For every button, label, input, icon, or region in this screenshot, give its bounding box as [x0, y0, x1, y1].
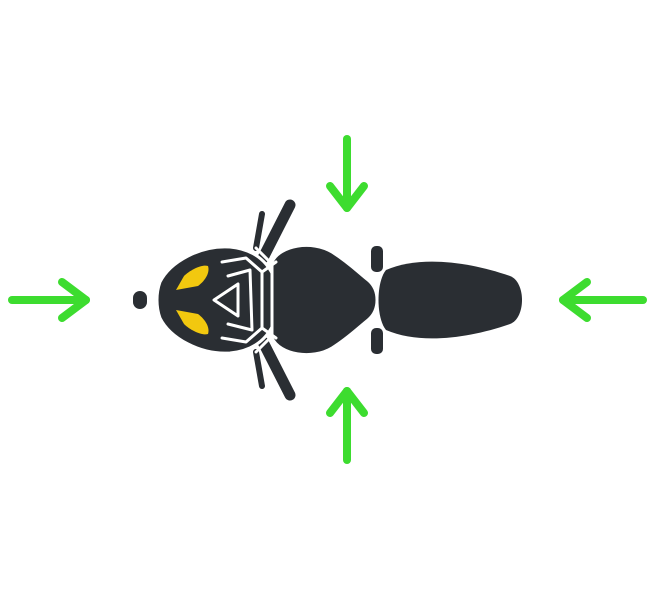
front-frame: [212, 246, 278, 354]
front-wheel: [133, 291, 147, 309]
rear-peg-bottom: [371, 328, 383, 354]
headlight-bottom: [176, 310, 209, 335]
headlight-top: [176, 265, 209, 290]
lever-bottom: [253, 349, 265, 389]
rear-peg-top: [371, 246, 383, 272]
front-fairing: [155, 245, 280, 355]
arrow-down-icon: [326, 135, 368, 212]
fuel-tank: [270, 243, 379, 357]
handlebar-top: [257, 199, 296, 264]
arrow-up-icon: [326, 387, 368, 464]
handlebar-bottom: [257, 336, 296, 401]
lever-top: [253, 211, 265, 251]
arrow-left-icon: [559, 278, 647, 322]
arrow-right-icon: [8, 278, 90, 322]
motorcycle-tail: [378, 261, 522, 339]
nose-divider: [148, 282, 156, 318]
motorcycle-top-view-icon: [133, 199, 522, 401]
